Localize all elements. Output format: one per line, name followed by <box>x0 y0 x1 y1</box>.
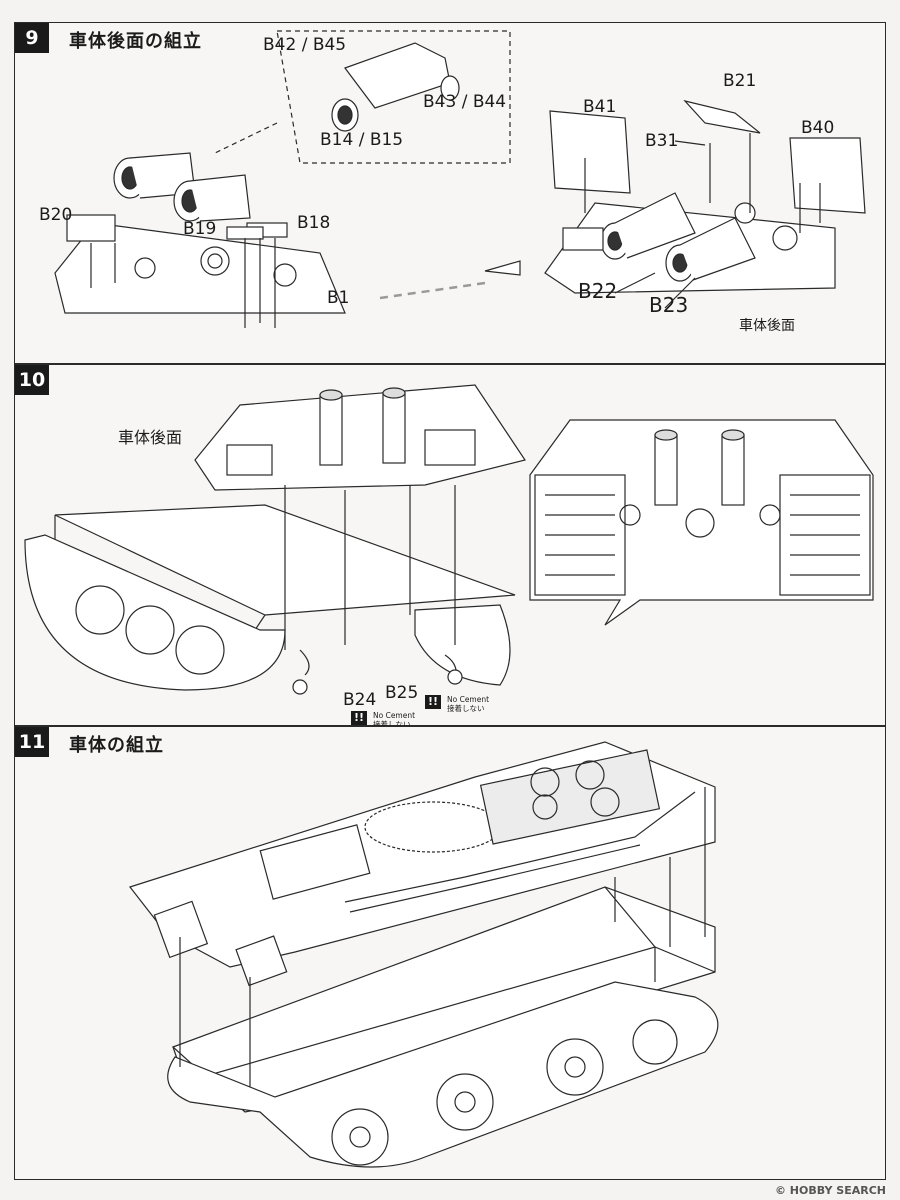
part-label-b21: B21 <box>723 71 757 91</box>
step-11-drawing <box>128 741 719 1168</box>
step-title: 車体の組立 <box>69 735 164 756</box>
part-label-b24: B24 <box>343 690 377 710</box>
rear-hull-label: 車体後面 <box>739 318 795 334</box>
step-11-panel: 11 車体の組立 <box>14 726 886 1180</box>
step-10-panel: 10 <box>14 364 886 729</box>
exclamation-icon: !! <box>351 711 367 725</box>
part-label-b40: B40 <box>801 118 835 138</box>
step-9-panel: 9 車体後面の組立 <box>14 22 886 364</box>
part-label-b31: B31 <box>645 131 679 151</box>
watermark: © HOBBY SEARCH <box>774 1184 886 1197</box>
step-number: 10 <box>15 365 49 395</box>
part-label-b20: B20 <box>39 205 73 225</box>
warning-text-jp: 接着しない <box>447 704 485 713</box>
rear-hull-label: 車体後面 <box>118 428 183 447</box>
part-label-b22: B22 <box>578 279 618 303</box>
part-label-b18: B18 <box>297 213 331 233</box>
warning-text-jp: 接着しない <box>373 720 411 729</box>
part-label-b25: B25 <box>385 683 419 703</box>
part-label-b19: B19 <box>183 219 217 239</box>
step-title: 車体後面の組立 <box>69 31 202 52</box>
part-label-b1: B1 <box>327 288 350 308</box>
step-number: 11 <box>15 727 49 757</box>
part-label-b41: B41 <box>583 97 617 117</box>
part-label-b14-b15: B14 / B15 <box>320 130 404 150</box>
no-cement-warning-b24: !! No Cement 接着しない <box>351 711 416 729</box>
no-cement-warning-b25: !! No Cement 接着しない <box>425 695 490 713</box>
step-number: 9 <box>15 23 49 53</box>
warning-text-en: No Cement <box>447 695 490 704</box>
part-label-b43-b44: B43 / B44 <box>423 92 507 112</box>
step-10-drawing <box>24 384 874 695</box>
exclamation-icon: !! <box>425 695 441 709</box>
step-9-drawing <box>54 30 866 328</box>
part-label-b23: B23 <box>649 293 689 317</box>
warning-text-en: No Cement <box>373 711 416 720</box>
part-label-b42-b45: B42 / B45 <box>263 35 347 55</box>
